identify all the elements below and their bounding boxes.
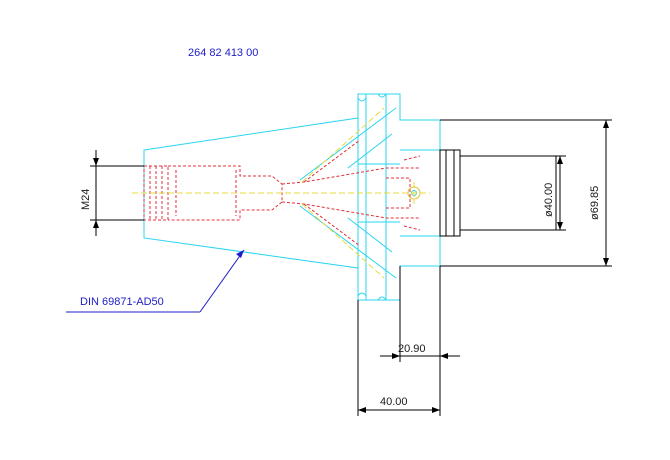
- thread-label: M24: [80, 189, 92, 210]
- tool-holder-body-outline: [143, 93, 441, 301]
- arrowhead: [432, 407, 440, 413]
- centerlines: [132, 107, 430, 279]
- diagonal-line: [347, 217, 393, 253]
- arrowhead: [603, 120, 609, 128]
- arrowhead: [93, 158, 99, 166]
- shank-collar: [439, 149, 461, 237]
- diagonal-line: [347, 133, 393, 169]
- cavity-hidden: [403, 225, 421, 231]
- flange-length-dimension: 40.00: [357, 300, 441, 416]
- arrowhead: [557, 222, 563, 230]
- channel-hidden: [281, 167, 420, 185]
- coolant-line-hidden: [303, 139, 361, 183]
- bore-outline: [459, 155, 557, 231]
- standard-label: DIN 69871-AD50: [80, 296, 164, 308]
- groove-curve: [357, 97, 367, 102]
- arrowhead: [603, 258, 609, 266]
- arrowhead: [557, 156, 563, 164]
- shank-outline: [440, 119, 607, 267]
- cylindrical-shank: [439, 119, 607, 267]
- groove-curve: [357, 292, 367, 297]
- diagonal-line: [299, 205, 397, 279]
- standard-leader: DIN 69871-AD50: [66, 249, 245, 313]
- thread-dimension: M24: [80, 150, 144, 236]
- cavity-hidden: [386, 177, 411, 209]
- arrowhead: [440, 353, 448, 359]
- flange-length-label: 40.00: [380, 396, 408, 408]
- leader-line: [199, 249, 245, 313]
- flange-offset-dimension: 20.90: [380, 266, 460, 362]
- flange-outline: [357, 93, 441, 301]
- outer-diameter-label: ø69.85: [589, 186, 601, 220]
- arrowhead: [93, 220, 99, 228]
- channel-hidden: [281, 201, 420, 219]
- outer-diameter-dimension: ø69.85: [589, 119, 612, 267]
- groove-curve: [377, 93, 387, 98]
- cavity-hidden: [403, 155, 421, 161]
- arrowhead: [236, 250, 244, 258]
- groove-curve: [377, 296, 387, 301]
- diagonal-centerline: [301, 203, 385, 279]
- diagonal-line: [299, 107, 397, 181]
- arrowhead: [358, 407, 366, 413]
- coolant-line-hidden: [303, 203, 361, 247]
- arrowhead: [392, 353, 400, 359]
- diagonal-centerline: [301, 107, 385, 183]
- part-number: 264 82 413 00: [188, 47, 258, 59]
- flange-offset-label: 20.90: [398, 343, 426, 355]
- bore-diameter-label: ø40.00: [543, 183, 555, 217]
- bore-diameter-dimension: ø40.00: [543, 155, 566, 231]
